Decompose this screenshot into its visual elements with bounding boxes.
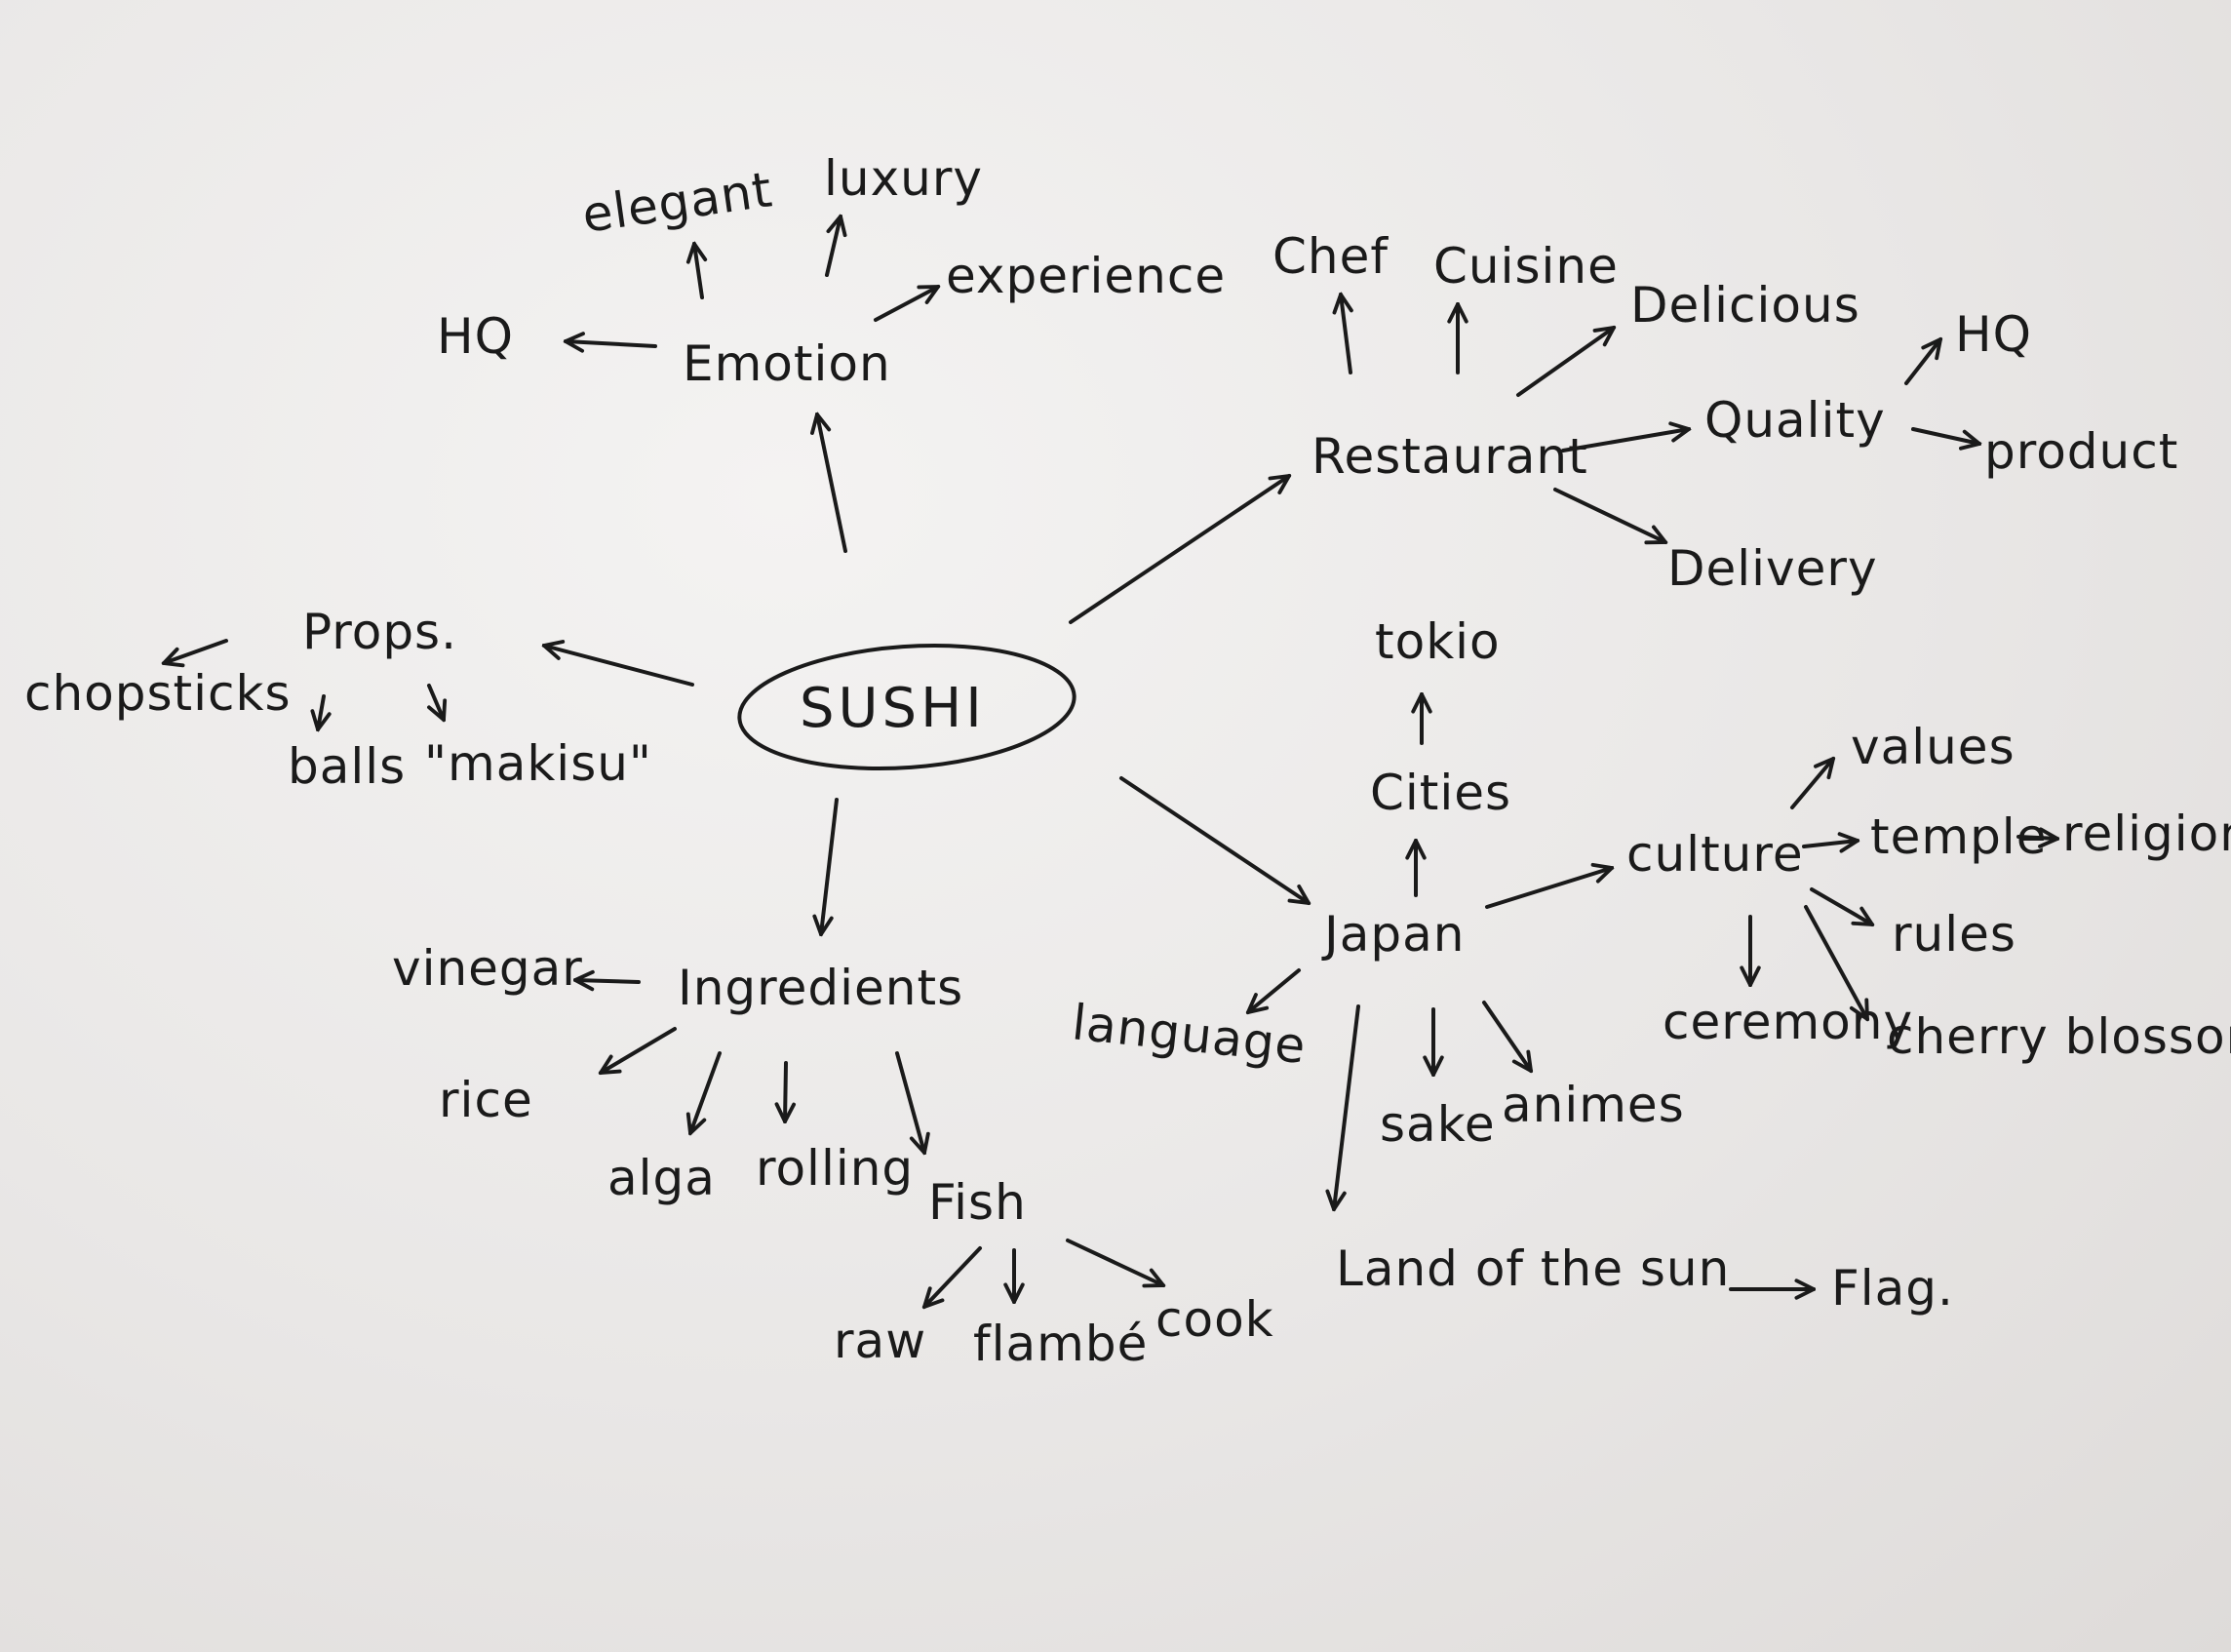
node-raw: raw [834, 1313, 926, 1369]
arrow-ingredients-alga [690, 1051, 722, 1133]
arrow-emotion-hq [566, 341, 657, 346]
node-fish: Fish [928, 1174, 1027, 1231]
node-japan: Japan [1321, 906, 1465, 963]
arrow-quality-hq [1904, 339, 1940, 385]
node-product: product [1984, 423, 2178, 480]
node-emotion: Emotion [683, 335, 891, 392]
arrow-props-makisu [427, 684, 444, 720]
arrow-temple-religion [2016, 837, 2057, 839]
arrow-culture-cherry-blossom [1804, 905, 1867, 1019]
arrow-ingredients-rice [601, 1027, 677, 1073]
arrow-japan-language [1248, 968, 1301, 1012]
arrow-japan-land-of-the-sun [1334, 1004, 1360, 1209]
arrow-props-balls [318, 694, 324, 729]
arrow-fish-cook [1066, 1239, 1163, 1285]
node-luxury: luxury [824, 150, 983, 207]
node-elegant: elegant [579, 161, 776, 244]
node-quality: Quality [1704, 392, 1886, 449]
arrow-restaurant-chef [1341, 295, 1350, 374]
arrow-ingredients-vinegar [575, 980, 641, 982]
node-cherry-blossom: cherry blossom [1887, 1008, 2231, 1065]
node-balls: balls [288, 738, 406, 795]
node-land-of-the-sun: Land of the sun [1336, 1240, 1730, 1297]
arrow-ingredients-fish [895, 1051, 924, 1153]
node-makisu: "makisu" [424, 735, 652, 792]
center-label: SUSHI [800, 677, 986, 740]
node-ceremony: ceremony [1663, 994, 1913, 1050]
arrow-culture-rules [1810, 887, 1872, 924]
node-hq-right: HQ [1955, 306, 2032, 363]
node-rolling: rolling [756, 1140, 914, 1197]
arrow-japan-animes [1482, 1001, 1531, 1071]
node-chef: Chef [1272, 228, 1389, 285]
center-node: SUSHI [737, 643, 1076, 771]
node-chopsticks: chopsticks [24, 665, 292, 722]
arrow-restaurant-quality [1561, 429, 1689, 452]
arrow-sushi-emotion [817, 414, 847, 553]
node-alga: alga [607, 1150, 716, 1206]
node-sake: sake [1380, 1096, 1496, 1153]
node-experience: experience [946, 248, 1226, 304]
arrow-props-chopsticks [164, 639, 228, 663]
arrow-sushi-japan [1119, 776, 1309, 903]
node-delivery: Delivery [1667, 540, 1878, 597]
arrow-ingredients-rolling [785, 1061, 786, 1121]
arrow-sushi-ingredients [821, 798, 839, 934]
node-culture: culture [1626, 826, 1804, 883]
arrow-sushi-props [544, 646, 694, 687]
node-religion: religion [2062, 806, 2231, 862]
arrow-quality-product [1911, 427, 1979, 444]
node-flag: Flag. [1831, 1260, 1954, 1317]
arrow-japan-culture [1485, 868, 1612, 909]
arrow-emotion-elegant [694, 244, 702, 299]
node-hq-left: HQ [437, 308, 514, 365]
arrow-restaurant-delicious [1516, 328, 1614, 397]
node-props: Props. [302, 604, 457, 660]
center-ellipse [737, 643, 1076, 771]
node-cities: Cities [1370, 765, 1511, 821]
arrow-fish-raw [924, 1246, 982, 1307]
node-cuisine: Cuisine [1433, 238, 1619, 295]
node-ingredients: Ingredients [678, 960, 963, 1016]
node-restaurant: Restaurant [1311, 428, 1588, 485]
node-values: values [1851, 719, 2016, 775]
node-animes: animes [1502, 1077, 1685, 1133]
arrow-emotion-luxury [825, 216, 841, 277]
arrow-sushi-restaurant [1069, 476, 1289, 624]
node-tokio: tokio [1375, 613, 1501, 670]
arrow-culture-temple [1802, 841, 1858, 846]
node-flambe: flambé [973, 1316, 1148, 1372]
node-rice: rice [439, 1072, 533, 1128]
arrow-culture-values [1790, 759, 1833, 809]
arrow-restaurant-delivery [1553, 488, 1665, 542]
node-rules: rules [1892, 906, 2016, 963]
arrow-emotion-experience [874, 287, 938, 322]
node-language: language [1070, 994, 1310, 1075]
node-cook: cook [1155, 1291, 1274, 1348]
node-vinegar: vinegar [392, 940, 583, 997]
node-delicious: Delicious [1630, 277, 1860, 334]
